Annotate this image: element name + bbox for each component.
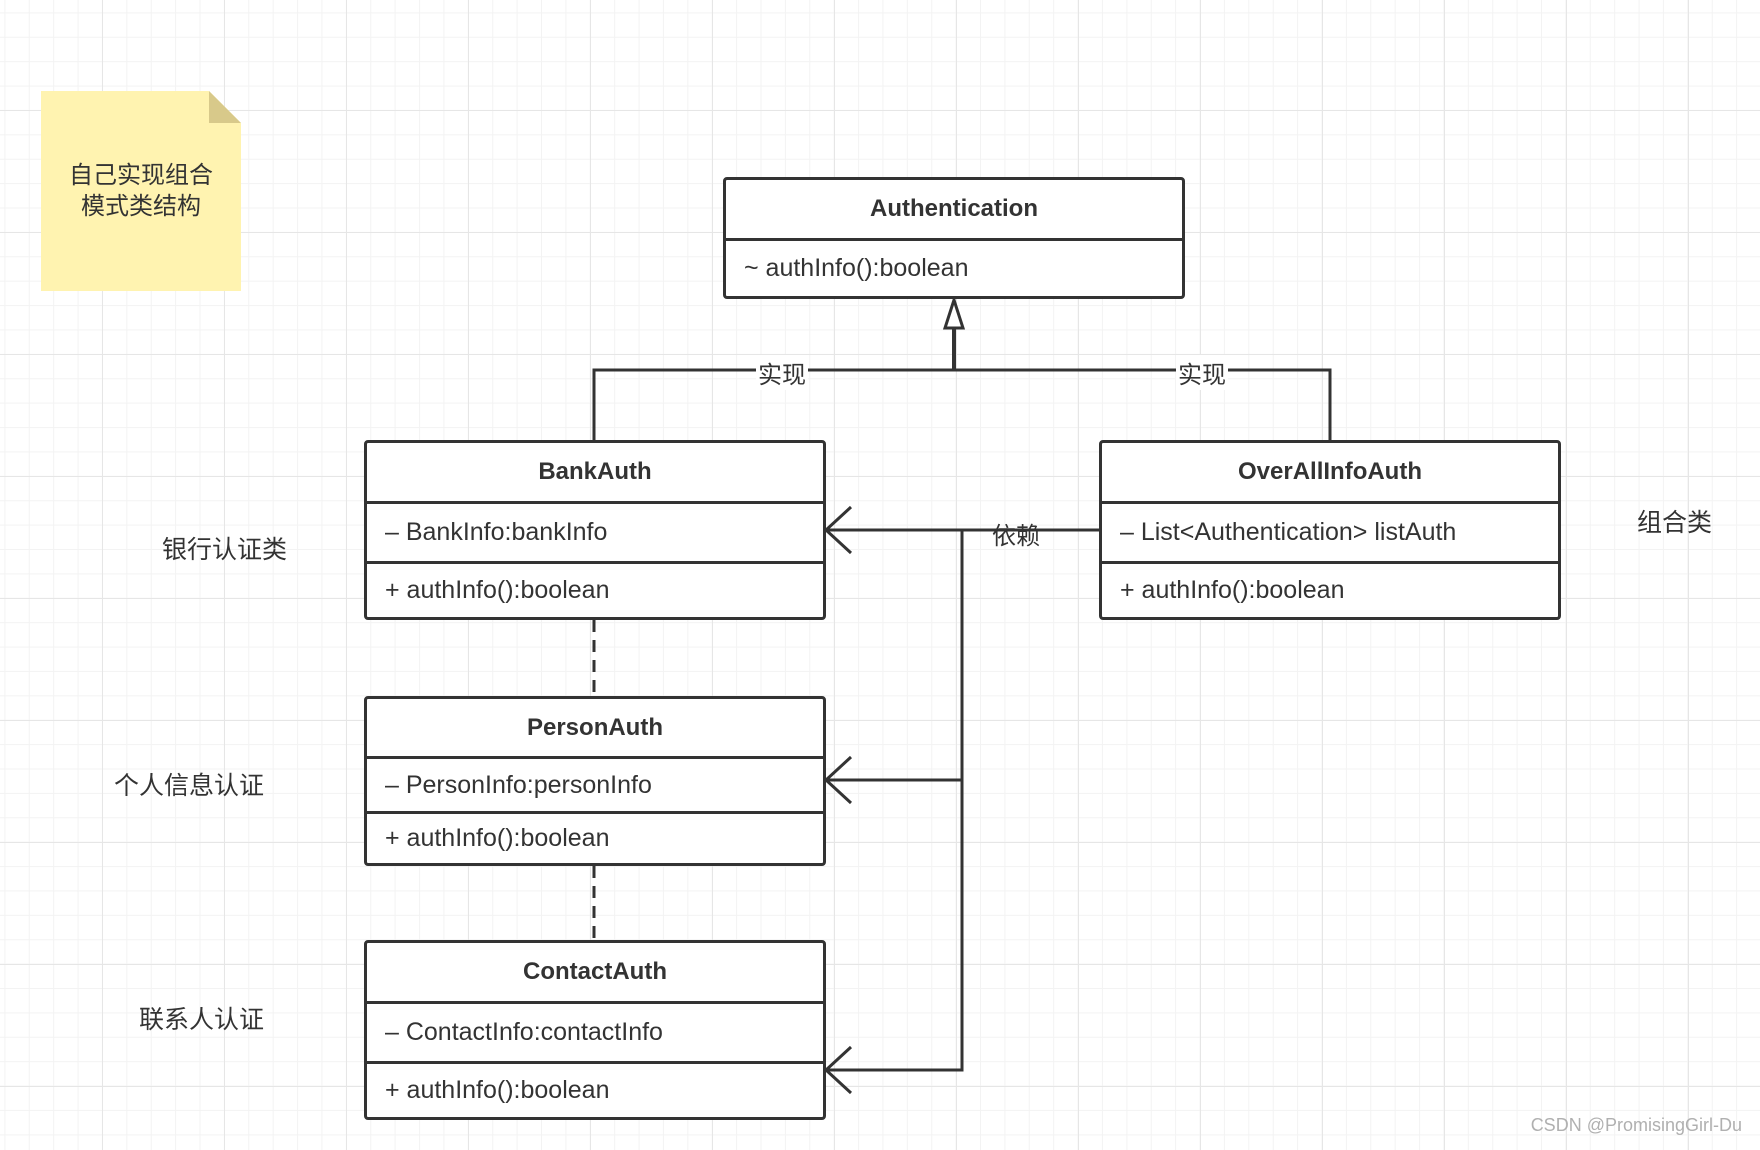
class-bankauth-method: + authInfo():boolean — [385, 576, 610, 604]
class-personauth[interactable]: PersonAuth – PersonInfo:personInfo + aut… — [364, 696, 826, 866]
dependency-arrowhead-bankauth — [823, 505, 853, 555]
side-label-overall: 组合类 — [1637, 508, 1713, 537]
realization-line-bankauth — [592, 368, 954, 440]
watermark: CSDN @PromisingGirl-Du — [1530, 1115, 1742, 1135]
dependency-line-personauth — [826, 528, 1099, 782]
class-personauth-name: PersonAuth — [367, 699, 823, 759]
edge-label-realize-left: 实现 — [756, 355, 808, 390]
note-line-1: 自己实现组合 — [69, 161, 213, 189]
edge-label-realize-right: 实现 — [1176, 355, 1228, 390]
class-contactauth-name: ContactAuth — [367, 943, 823, 1004]
class-overallinfoauth-name: OverAllInfoAuth — [1102, 443, 1558, 504]
dependency-arrowhead-personauth — [823, 755, 853, 805]
side-label-contactauth: 联系人认证 — [139, 1005, 265, 1034]
note-text: 自己实现组合 模式类结构 — [61, 160, 221, 222]
class-overallinfoauth-field: – List<Authentication> listAuth — [1102, 504, 1558, 564]
dependency-line-contactauth — [826, 780, 964, 1072]
class-bankauth-field: – BankInfo:bankInfo — [367, 504, 823, 564]
class-authentication[interactable]: Authentication ~ authInfo():boolean — [723, 177, 1185, 299]
side-label-personauth: 个人信息认证 — [114, 771, 265, 800]
class-personauth-field: – PersonInfo:personInfo — [367, 759, 823, 814]
note-line-2: 模式类结构 — [81, 192, 201, 220]
class-contactauth-method: + authInfo():boolean — [385, 1076, 610, 1104]
realization-arrowhead — [942, 295, 966, 330]
class-authentication-method: ~ authInfo():boolean — [744, 254, 969, 282]
dependency-arrowhead-contactauth — [823, 1045, 853, 1095]
side-label-bankauth: 银行认证类 — [162, 535, 288, 564]
class-authentication-name: Authentication — [726, 180, 1182, 241]
class-overallinfoauth-method: + authInfo():boolean — [1120, 576, 1345, 604]
edge-label-depend: 依赖 — [992, 522, 1040, 550]
class-contactauth-field: – ContactInfo:contactInfo — [367, 1004, 823, 1064]
class-contactauth[interactable]: ContactAuth – ContactInfo:contactInfo + … — [364, 940, 826, 1120]
class-bankauth[interactable]: BankAuth – BankInfo:bankInfo + authInfo(… — [364, 440, 826, 620]
sticky-note[interactable]: 自己实现组合 模式类结构 — [41, 91, 241, 291]
class-overallinfoauth[interactable]: OverAllInfoAuth – List<Authentication> l… — [1099, 440, 1561, 620]
realization-line-overall — [954, 368, 1332, 440]
class-bankauth-name: BankAuth — [367, 443, 823, 504]
class-personauth-method: + authInfo():boolean — [385, 824, 610, 852]
